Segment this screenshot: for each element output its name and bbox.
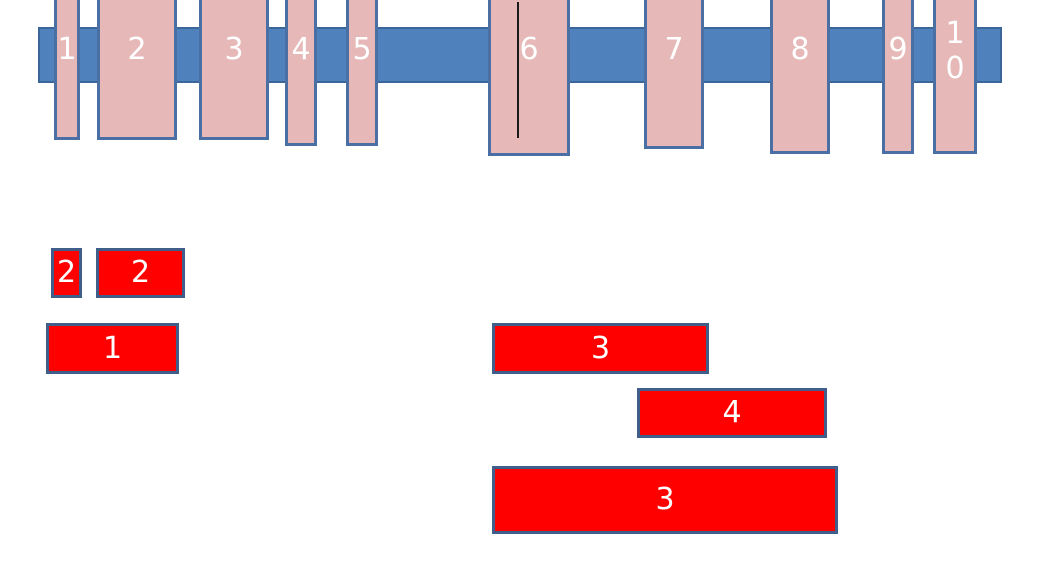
- fragment-label: 2: [130, 255, 151, 290]
- exon-6-divider-line: [517, 2, 519, 138]
- exon-label: 8: [790, 32, 810, 67]
- exon-8: 8: [770, 0, 830, 154]
- fragment-label: 3: [655, 482, 675, 517]
- fragment-label: 3: [590, 330, 611, 366]
- fragment-label: 4: [722, 395, 742, 430]
- exon-6: 6: [488, 0, 570, 156]
- exon-label: 3: [224, 32, 244, 67]
- exon-label: 4: [291, 32, 311, 67]
- exon-10: 10: [933, 0, 977, 154]
- exon-2: 2: [97, 0, 177, 140]
- fragment-2b: 2: [96, 248, 185, 298]
- exon-label: 5: [352, 32, 372, 67]
- exon-9: 9: [882, 0, 914, 154]
- fragment-3a: 3: [492, 323, 709, 374]
- fragment-label: 1: [102, 330, 123, 366]
- exon-1: 1: [54, 0, 80, 140]
- exon-label: 2: [127, 32, 147, 67]
- fragment-3b: 3: [492, 466, 838, 534]
- exon-7: 7: [644, 0, 704, 149]
- exon-5: 5: [346, 0, 378, 146]
- fragment-1: 1: [46, 323, 179, 374]
- exon-label: 6: [519, 32, 539, 67]
- exon-label: 10: [945, 16, 965, 86]
- exon-label: 1: [57, 32, 77, 67]
- exon-label: 7: [664, 32, 684, 67]
- exon-4: 4: [285, 0, 317, 146]
- exon-label: 9: [888, 32, 908, 67]
- exon-3: 3: [199, 0, 269, 140]
- fragment-label: 2: [56, 255, 77, 290]
- fragment-4: 4: [637, 388, 827, 438]
- fragment-2a: 2: [51, 248, 82, 298]
